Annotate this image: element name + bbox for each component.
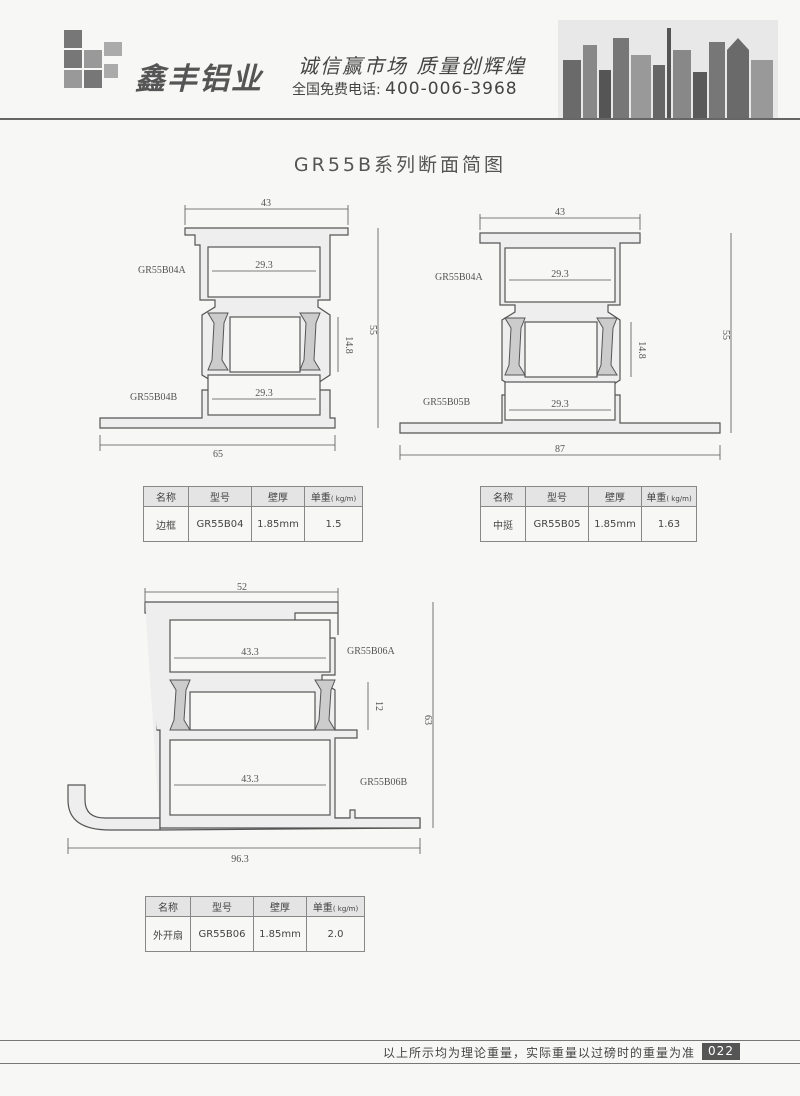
dim-base: 87: [555, 444, 565, 455]
dim-height: 55: [720, 330, 731, 340]
dim-inner-top: 29.3: [255, 260, 273, 271]
table-row: 中挺 GR55B05 1.85mm 1.63: [480, 506, 697, 542]
dim-base: 65: [213, 449, 223, 460]
dim-width: 43: [555, 207, 565, 218]
hotline-number: 400-006-3968: [385, 79, 518, 99]
table-row: 外开扇 GR55B06 1.85mm 2.0: [145, 916, 365, 952]
brand-name: 鑫丰铝业: [135, 62, 263, 97]
profile-label-a: GR55B04A: [435, 272, 484, 283]
header-model: 型号: [525, 486, 589, 507]
dim-inner-top: 29.3: [551, 269, 569, 280]
spec-table-gr55b04: 名称 型号 壁厚 单重( kg/m) 边框 GR55B04 1.85mm 1.5: [143, 486, 363, 542]
header-wall: 壁厚: [251, 486, 305, 507]
header-weight: 单重( kg/m): [641, 486, 697, 507]
page-footer: 以上所示均为理论重量，实际重量以过磅时的重量为准 022: [0, 1040, 800, 1064]
dim-inner-bottom: 29.3: [255, 388, 273, 399]
header-weight: 单重( kg/m): [304, 486, 363, 507]
section-drawing-gr55b06: 52 43.3 43.3 12 63 96.3 GR55B06A GR55B06…: [67, 582, 434, 865]
page-title: GR55B系列断面简图: [293, 154, 507, 176]
header-wall: 壁厚: [253, 896, 307, 917]
dim-gap: 14.8: [636, 341, 647, 359]
header-name: 名称: [143, 486, 189, 507]
page-header: 鑫丰铝业 诚信赢市场 质量创辉煌 全国免费电话: 400-006-3968: [0, 0, 800, 120]
section-drawing-gr55b04: 43 29.3 29.3 14.8 55 65 GR55B04A GR55B04…: [99, 198, 379, 460]
dim-height: 63: [422, 715, 433, 725]
section-drawing-gr55b05: 43 29.3 29.3 14.8 55 87 GR55B04A GR55B05…: [399, 207, 732, 460]
table-row: 边框 GR55B04 1.85mm 1.5: [143, 506, 363, 542]
spec-table-gr55b06: 名称 型号 壁厚 单重( kg/m) 外开扇 GR55B06 1.85mm 2.…: [145, 896, 365, 952]
profile-label-a: GR55B06A: [347, 646, 396, 657]
profile-label-b: GR55B05B: [423, 397, 471, 408]
header-weight: 单重( kg/m): [306, 896, 365, 917]
header-model: 型号: [190, 896, 254, 917]
profile-label-b: GR55B04B: [130, 392, 178, 403]
spec-table-gr55b05: 名称 型号 壁厚 单重( kg/m) 中挺 GR55B05 1.85mm 1.6…: [480, 486, 697, 542]
header-model: 型号: [188, 486, 252, 507]
dim-inner-bottom: 43.3: [241, 774, 259, 785]
header-name: 名称: [145, 896, 191, 917]
dim-gap: 12: [373, 701, 384, 711]
logo-mark: [64, 30, 124, 90]
page-number: 022: [702, 1043, 740, 1060]
city-skyline-image: [558, 20, 778, 118]
profile-label-a: GR55B04A: [138, 265, 187, 276]
dim-height: 55: [367, 325, 378, 335]
header-name: 名称: [480, 486, 526, 507]
dim-width: 43: [261, 198, 271, 209]
dim-width: 52: [237, 582, 247, 593]
weight-note: 以上所示均为理论重量，实际重量以过磅时的重量为准: [382, 1046, 695, 1060]
dim-base: 96.3: [231, 854, 249, 865]
slogan: 诚信赢市场 质量创辉煌: [298, 54, 527, 78]
dim-gap: 14.8: [343, 336, 354, 354]
dim-inner-bottom: 29.3: [551, 399, 569, 410]
header-wall: 壁厚: [588, 486, 642, 507]
profile-label-b: GR55B06B: [360, 777, 408, 788]
hotline-label: 全国免费电话:: [292, 82, 381, 98]
dim-inner-top: 43.3: [241, 647, 259, 658]
hotline: 全国免费电话: 400-006-3968: [292, 79, 518, 99]
